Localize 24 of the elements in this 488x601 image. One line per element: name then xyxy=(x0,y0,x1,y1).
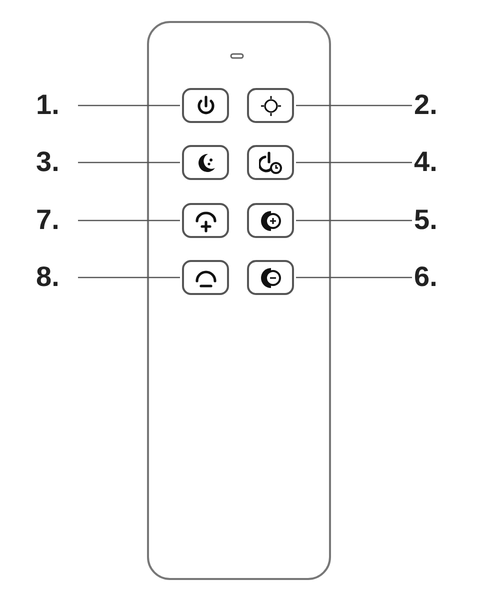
callout-number: 4. xyxy=(414,147,438,177)
callout-number: 3. xyxy=(36,147,60,177)
callout-number: 5. xyxy=(414,205,438,235)
leader-line xyxy=(296,276,412,278)
callout-number: 1. xyxy=(36,90,60,120)
remote-button xyxy=(182,145,229,180)
remote-button xyxy=(247,260,294,295)
leader-line xyxy=(296,162,412,164)
remote-button xyxy=(247,88,294,123)
callout-number: 6. xyxy=(414,262,438,292)
remote-button xyxy=(247,145,294,180)
leader-line xyxy=(296,104,412,106)
leader-line xyxy=(296,220,412,222)
leader-line xyxy=(78,220,180,222)
remote-button xyxy=(182,203,229,238)
leader-line xyxy=(78,162,180,164)
callout-number: 8. xyxy=(36,262,60,292)
remote-button xyxy=(247,203,294,238)
leader-line xyxy=(78,104,180,106)
callout-number: 7. xyxy=(36,205,60,235)
callout-number: 2. xyxy=(414,90,438,120)
remote-button xyxy=(182,260,229,295)
leader-line xyxy=(78,276,180,278)
remote-button xyxy=(182,88,229,123)
